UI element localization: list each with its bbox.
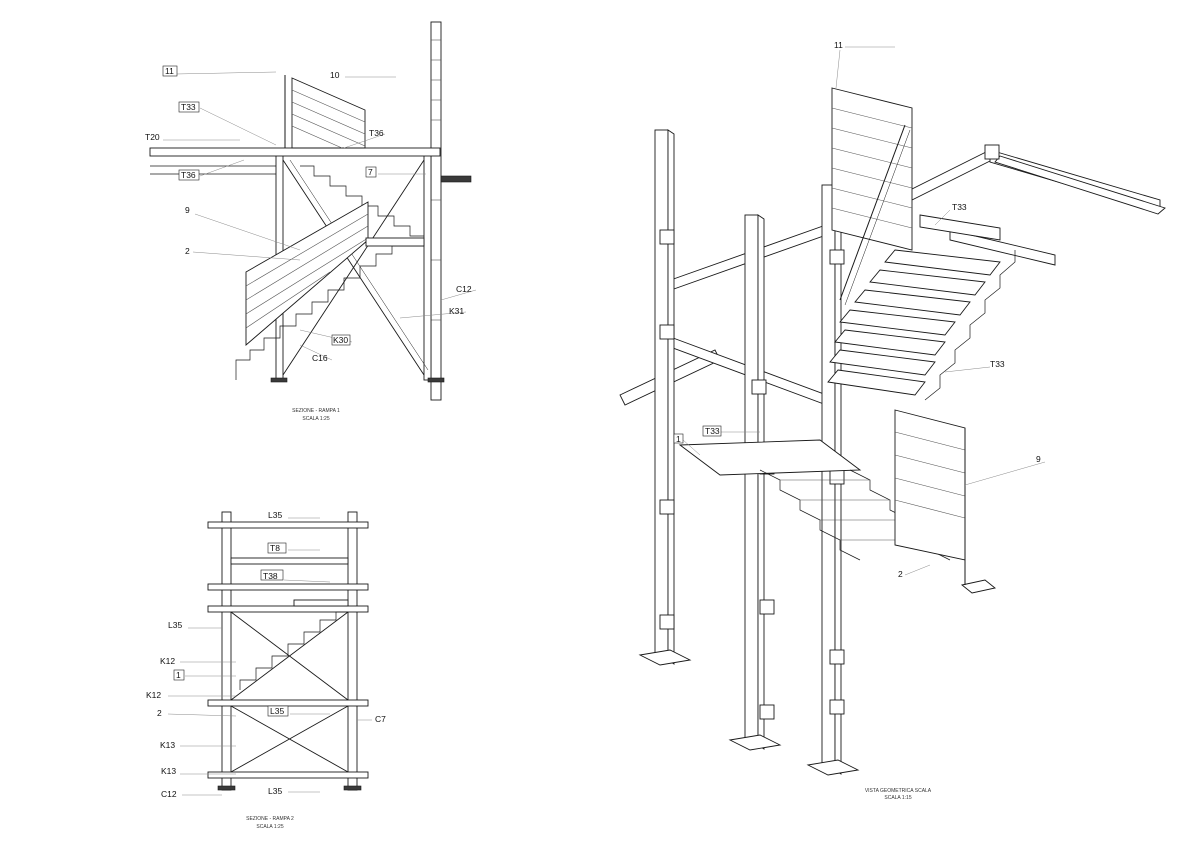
iso-tag-11: 11: [834, 40, 843, 50]
iso-lower-railing: [894, 409, 966, 561]
section1-tag-c16: C16: [312, 353, 328, 363]
section2-left-column: [221, 511, 232, 791]
section1-tag-t36: T36: [181, 170, 196, 180]
section2-beam-6: [207, 771, 369, 779]
iso-scale: SCALA 1:15: [884, 795, 911, 801]
section1-tag-2: 2: [185, 246, 190, 256]
section2-tag-c7: C7: [375, 714, 386, 724]
section1-column: [430, 21, 442, 401]
section2-tag-l35-bottom: L35: [268, 786, 282, 796]
section2-right-column: [347, 511, 358, 791]
iso-landing: [678, 439, 862, 476]
section2-beam-2: [230, 557, 349, 565]
section2-tag-k12-b: K12: [146, 690, 161, 700]
section1-tag-k30: K30: [333, 335, 348, 345]
section2-tag-k13-a: K13: [160, 740, 175, 750]
section1-tag-11: 11: [165, 66, 174, 76]
section1-tag-k31: K31: [449, 306, 464, 316]
iso-column-2: [744, 214, 759, 746]
section1-tag-t20: T20: [145, 132, 160, 142]
section1-tag-c12: C12: [456, 284, 472, 294]
section1-tag-10: 10: [330, 70, 340, 80]
iso-tag-9: 9: [1036, 454, 1041, 464]
isometric-view: 11 T33 T33 T33 1 9 2 VISTA GEOMETRICA SC…: [619, 40, 1166, 801]
section2-tag-1: 1: [176, 670, 181, 680]
section1-tag-9: 9: [185, 205, 190, 215]
section2-beam-3: [207, 583, 369, 591]
iso-tag-1: 1: [676, 434, 681, 444]
iso-tag-2: 2: [898, 569, 903, 579]
section2-tag-l35-top: L35: [268, 510, 282, 520]
section2-tag-k13-b: K13: [161, 766, 176, 776]
section-rampa-1: 11 10 T33 T36 T20 T36 7 9 2 C12 K31 K30 …: [145, 21, 477, 422]
section1-right-post: [423, 151, 432, 381]
section2-tag-t8: T8: [270, 543, 280, 553]
section2-beam-4: [207, 605, 369, 613]
section2-tag-k12-a: K12: [160, 656, 175, 666]
section2-beam-1: [207, 521, 369, 529]
section1-tag-t33: T33: [181, 102, 196, 112]
section2-beam-5: [207, 699, 369, 707]
iso-upper-railing: [831, 87, 913, 251]
iso-column-1: [654, 129, 669, 661]
iso-upper-flight: [827, 214, 1016, 401]
section2-caption: SEZIONE - RAMPA 2: [246, 816, 294, 822]
section2-scale: SCALA 1:25: [256, 824, 283, 830]
section2-tag-c12: C12: [161, 789, 177, 799]
iso-tag-t33-box: T33: [705, 426, 720, 436]
iso-tag-t33-top: T33: [952, 202, 967, 212]
section2-tag-2: 2: [157, 708, 162, 718]
section2-tag-l35-mid: L35: [168, 620, 182, 630]
section1-upper-railing: [291, 77, 366, 149]
section1-scale: SCALA 1:25: [302, 416, 329, 422]
section1-top-beam: [149, 147, 441, 157]
section1-tag-7: 7: [368, 167, 373, 177]
section1-tag-t36-top: T36: [369, 128, 384, 138]
section-rampa-2: L35 T8 T38 L35 K12 1 K12 2 L35 C7 K13 K1…: [146, 510, 386, 830]
section1-caption: SEZIONE - RAMPA 1: [292, 408, 340, 414]
section2-tag-t38: T38: [263, 571, 278, 581]
section2-tag-l35-box: L35: [270, 706, 284, 716]
iso-caption: VISTA GEOMETRICA SCALA: [865, 788, 932, 794]
iso-tag-t33-mid: T33: [990, 359, 1005, 369]
